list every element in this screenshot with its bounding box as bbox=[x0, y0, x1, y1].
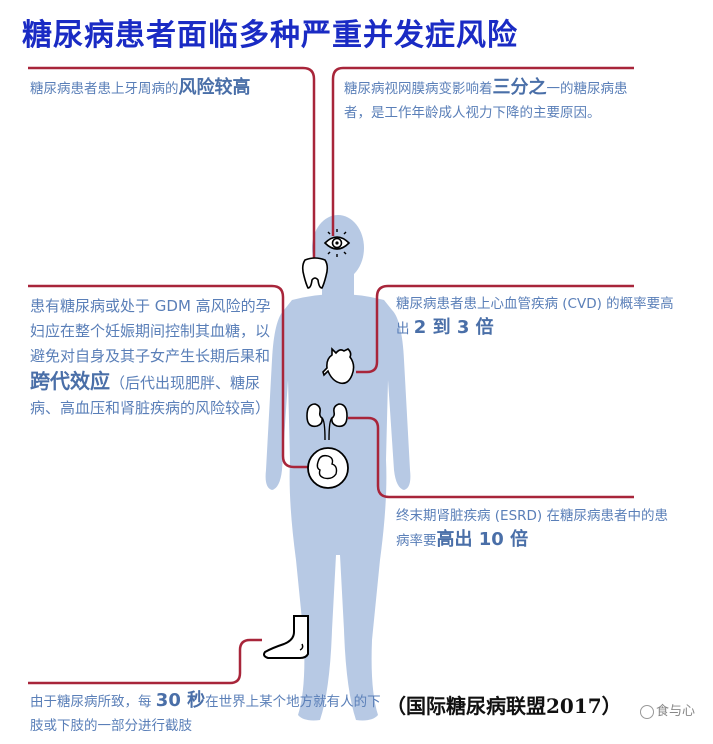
cvd-highlight: 2 到 3 倍 bbox=[413, 317, 494, 338]
page-title: 糖尿病患者面临多种严重并发症风险 bbox=[22, 18, 518, 53]
eye-icon bbox=[323, 229, 351, 257]
esrd-highlight: 高出 10 倍 bbox=[436, 529, 529, 550]
gdm-callout: 患有糖尿病或处于 GDM 高风险的孕妇应在整个妊娠期间控制其血糖，以避免对自身及… bbox=[30, 294, 280, 421]
periodontal-highlight: 风险较高 bbox=[178, 77, 251, 98]
amputation-text-before: 由于糖尿病所致，每 bbox=[30, 694, 152, 710]
amputation-callout: 由于糖尿病所致，每 30 秒在世界上某个地方就有人的下肢或下肢的一部分进行截肢 bbox=[30, 689, 390, 738]
gdm-highlight: 跨代效应 bbox=[30, 369, 110, 393]
tooth-icon bbox=[301, 257, 329, 289]
amputation-text-after: 在世界上某个地方就有人的下肢或下肢的一部分进行截肢 bbox=[30, 694, 381, 734]
retinopathy-text-before: 糖尿病视网膜病变影响着 bbox=[344, 81, 493, 97]
retinopathy-callout: 糖尿病视网膜病变影响着三分之一的糖尿病患者，是工作年龄成人视力下降的主要原因。 bbox=[344, 76, 644, 125]
source-citation: （国际糖尿病联盟2017） bbox=[386, 694, 622, 718]
cvd-callout: 糖尿病患者患上心血管疾病 (CVD) 的概率要高出 2 到 3 倍 bbox=[396, 292, 676, 341]
wechat-icon bbox=[640, 704, 654, 719]
fetus-icon bbox=[307, 447, 349, 489]
retinopathy-text-after: 一的糖尿病患者，是工作年龄成人视力下降的主要原因。 bbox=[344, 81, 628, 121]
watermark-text: 食与心 bbox=[656, 704, 696, 719]
foot-icon bbox=[263, 615, 309, 659]
periodontal-callout: 糖尿病患者患上牙周病的风险较高 bbox=[30, 76, 251, 101]
amputation-highlight: 30 秒 bbox=[155, 690, 206, 711]
retinopathy-highlight: 三分之 bbox=[492, 77, 547, 98]
watermark: 食与心 bbox=[640, 700, 695, 719]
esrd-callout: 终末期肾脏疾病 (ESRD) 在糖尿病患者中的患病率要高出 10 倍 bbox=[396, 504, 676, 553]
gdm-text-after: （后代出现肥胖、糖尿病、高血压和肾脏疾病的风险较高） bbox=[30, 374, 271, 417]
periodontal-text: 糖尿病患者患上牙周病的 bbox=[30, 81, 179, 97]
heart-icon bbox=[322, 347, 355, 385]
gdm-text-before: 患有糖尿病或处于 GDM 高风险的孕妇应在整个妊娠期间控制其血糖，以避免对自身及… bbox=[30, 297, 271, 365]
esrd-text-before: 终末期肾脏疾病 (ESRD) 在糖尿病患者中的患病率要 bbox=[396, 508, 668, 549]
kidney-icon bbox=[306, 403, 348, 441]
cvd-text-before: 糖尿病患者患上心血管疾病 (CVD) 的概率要高出 bbox=[396, 296, 674, 337]
